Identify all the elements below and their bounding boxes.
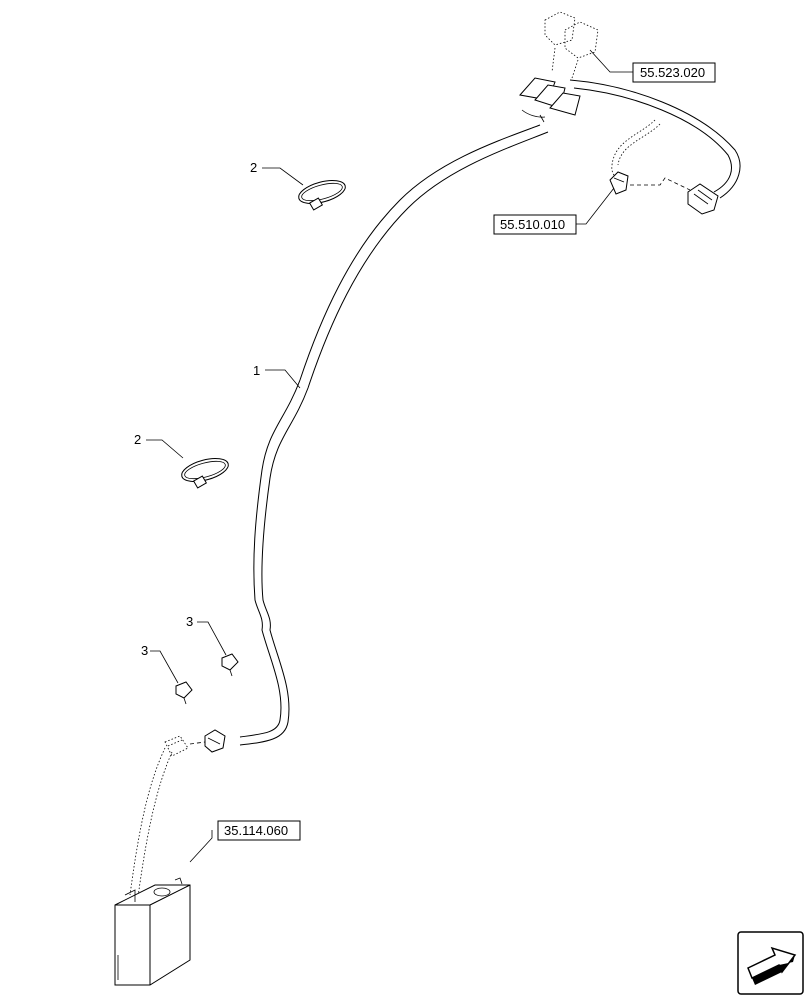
clip-left <box>175 681 193 705</box>
leader-lines <box>146 49 633 863</box>
right-connector <box>687 183 719 215</box>
top-connector-cluster <box>519 11 599 123</box>
cable-strap-lower <box>181 458 229 489</box>
cable-strap-upper <box>298 180 346 211</box>
harness-cable <box>239 124 549 746</box>
next-page-arrow-icon[interactable] <box>737 931 804 995</box>
callout-clip-right: 3 <box>186 614 193 629</box>
harness-branch-dotted <box>611 119 691 191</box>
ref-mid-connector-label: 55.510.010 <box>500 217 565 232</box>
callout-harness: 1 <box>253 363 260 378</box>
valve-block <box>114 877 191 986</box>
mid-connector <box>609 171 629 195</box>
clip-right <box>221 653 239 677</box>
callout-strap-upper: 2 <box>250 160 257 175</box>
ref-box-valve-block[interactable]: 35.114.060 <box>217 820 301 841</box>
callout-clip-left: 3 <box>141 643 148 658</box>
ref-top-connectors-label: 55.523.020 <box>640 65 705 80</box>
ref-box-mid-connector[interactable]: 55.510.010 <box>493 214 577 235</box>
callout-strap-lower: 2 <box>134 432 141 447</box>
harness-branch-right <box>569 79 741 199</box>
ref-box-top-connectors[interactable]: 55.523.020 <box>632 62 716 83</box>
inline-connector-lower <box>164 729 226 757</box>
ref-valve-block-label: 35.114.060 <box>224 823 288 838</box>
harness-to-valve-dotted <box>129 747 173 898</box>
